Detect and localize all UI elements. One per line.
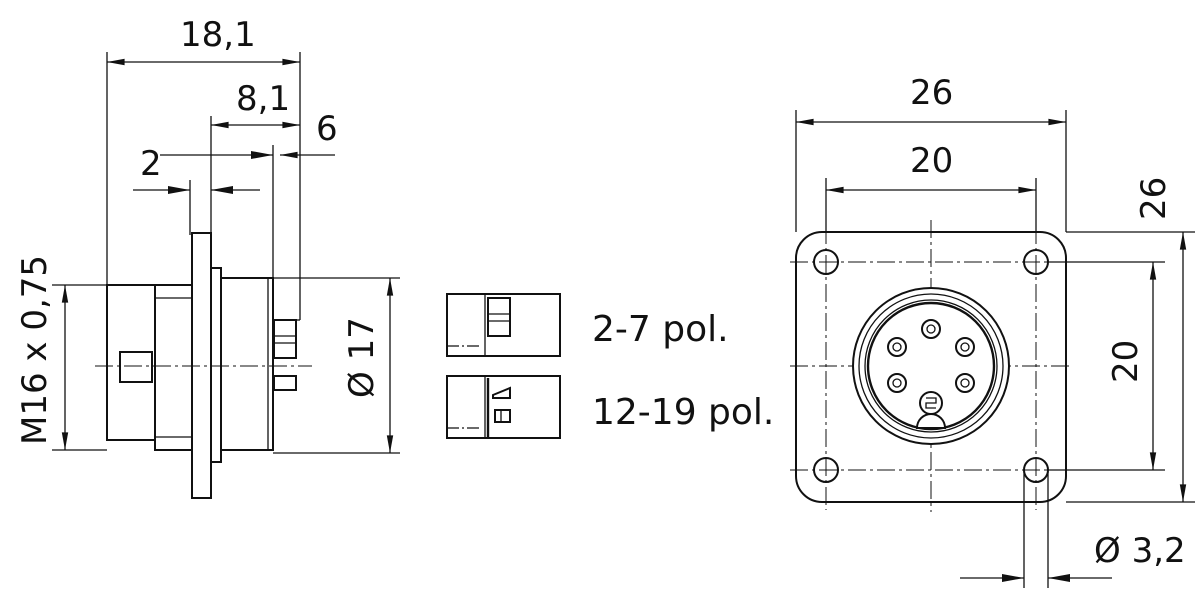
front-view: 26 20 xyxy=(790,73,1195,588)
pin-detail-12-19 xyxy=(446,375,561,439)
side-view: 18,1 8,1 6 2 xyxy=(15,15,400,499)
dim-overall-length: 18,1 xyxy=(180,15,256,55)
dim-thread: M16 x 0,75 xyxy=(15,255,55,445)
dim-rear-length: 8,1 xyxy=(236,79,290,119)
dim-pin-offset: 6 xyxy=(316,109,338,149)
dim-flange-thickness: 2 xyxy=(140,144,162,184)
dim-flange-width: 26 xyxy=(910,73,953,113)
variant-label-2-7: 2-7 pol. xyxy=(592,309,729,350)
variant-label-12-19: 12-19 pol. xyxy=(592,392,774,433)
dim-flange-height: 26 xyxy=(1134,177,1174,220)
dim-hole-spacing-horizontal: 20 xyxy=(910,141,953,181)
dim-hole-spacing-vertical: 20 xyxy=(1106,340,1146,383)
hex-nut xyxy=(154,284,193,451)
pin-rear-lower xyxy=(273,375,297,391)
coding-key xyxy=(119,351,153,383)
dim-hole-diameter: Ø 3,2 xyxy=(1094,531,1186,571)
pin-rear-upper xyxy=(273,319,297,359)
outer-ring xyxy=(852,287,1010,445)
variant-legend: 2-7 pol. 12-19 pol. xyxy=(446,293,774,439)
rear-housing xyxy=(220,277,274,451)
dim-body-diameter: Ø 17 xyxy=(342,317,382,398)
contact-pins xyxy=(887,319,975,415)
pin-detail-2-7 xyxy=(446,293,561,357)
